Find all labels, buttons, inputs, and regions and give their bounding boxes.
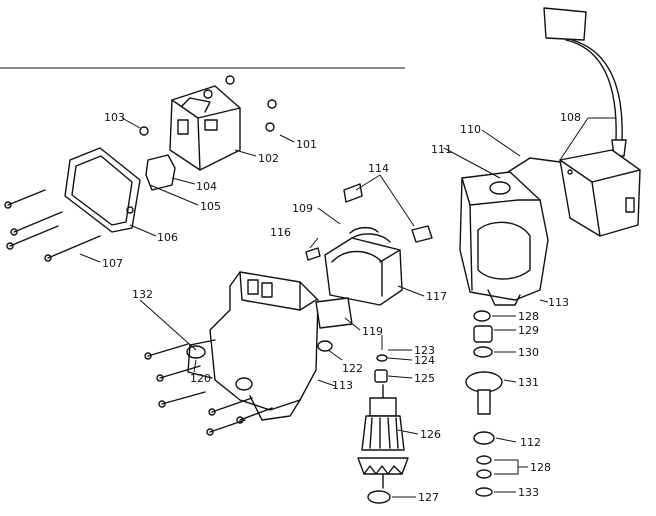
label-126: 126 bbox=[420, 428, 441, 441]
label-119: 119 bbox=[362, 325, 383, 338]
label-130: 130 bbox=[518, 346, 539, 359]
label-105: 105 bbox=[200, 200, 221, 213]
washer-128b bbox=[476, 455, 492, 465]
pin-116 bbox=[305, 247, 321, 261]
label-133: 133 bbox=[518, 486, 539, 499]
cord-111 bbox=[507, 157, 561, 173]
plate-119 bbox=[315, 297, 353, 329]
screws-105 bbox=[4, 189, 63, 236]
label-120: 120 bbox=[190, 372, 211, 385]
label-106: 106 bbox=[157, 231, 178, 244]
brush-114a bbox=[343, 183, 363, 203]
label-114: 114 bbox=[368, 162, 389, 175]
gear-131 bbox=[465, 371, 503, 415]
label-127: 127 bbox=[418, 491, 439, 504]
label-101: 101 bbox=[296, 138, 317, 151]
washer-130 bbox=[473, 346, 493, 358]
label-122: 122 bbox=[342, 362, 363, 375]
washer-124 bbox=[376, 354, 388, 362]
label-108: 108 bbox=[560, 111, 581, 124]
bearing-122 bbox=[317, 340, 333, 352]
field-assembly-117 bbox=[324, 233, 403, 306]
washer-127 bbox=[367, 490, 391, 504]
washer-128c bbox=[476, 469, 492, 479]
label-104: 104 bbox=[196, 180, 217, 193]
washer-128a bbox=[473, 310, 491, 322]
brush-spring-109 bbox=[349, 226, 379, 234]
brush-114b bbox=[411, 225, 433, 243]
screws-120 bbox=[144, 343, 273, 436]
label-113-left: 113 bbox=[332, 379, 353, 392]
washer-133 bbox=[475, 487, 493, 497]
motor-housing-113-right bbox=[459, 171, 549, 306]
label-116: 116 bbox=[270, 226, 291, 239]
label-125: 125 bbox=[414, 372, 435, 385]
label-131: 131 bbox=[518, 376, 539, 389]
screws-107 bbox=[6, 225, 101, 262]
label-109: 109 bbox=[292, 202, 313, 215]
label-113-right: 113 bbox=[548, 296, 569, 309]
motor-housing-113-left bbox=[186, 271, 319, 421]
power-cord-108 bbox=[543, 7, 627, 157]
label-103: 103 bbox=[104, 111, 125, 124]
cover-plate-106 bbox=[64, 147, 141, 233]
label-111: 111 bbox=[431, 143, 452, 156]
armature-126 bbox=[357, 384, 409, 489]
label-128-lower: 128 bbox=[530, 461, 551, 474]
label-128-upper: 128 bbox=[518, 310, 539, 323]
label-124: 124 bbox=[414, 354, 435, 367]
label-132: 132 bbox=[132, 288, 153, 301]
label-102: 102 bbox=[258, 152, 279, 165]
switch-box-108 bbox=[559, 149, 641, 237]
part-labels: 101 102 103 104 105 106 107 108 109 110 … bbox=[102, 111, 581, 504]
bearing-125 bbox=[374, 369, 388, 383]
label-117: 117 bbox=[426, 290, 447, 303]
nut-103 bbox=[139, 126, 149, 136]
label-112: 112 bbox=[520, 436, 541, 449]
label-129: 129 bbox=[518, 324, 539, 337]
label-107: 107 bbox=[102, 257, 123, 270]
switch-104 bbox=[145, 154, 176, 191]
label-110: 110 bbox=[460, 123, 481, 136]
bearing-129 bbox=[473, 325, 493, 343]
switch-housing-102 bbox=[169, 75, 277, 171]
bearing-112 bbox=[473, 431, 495, 445]
leader-lines bbox=[79, 117, 616, 498]
label-123: 123 bbox=[414, 344, 435, 357]
